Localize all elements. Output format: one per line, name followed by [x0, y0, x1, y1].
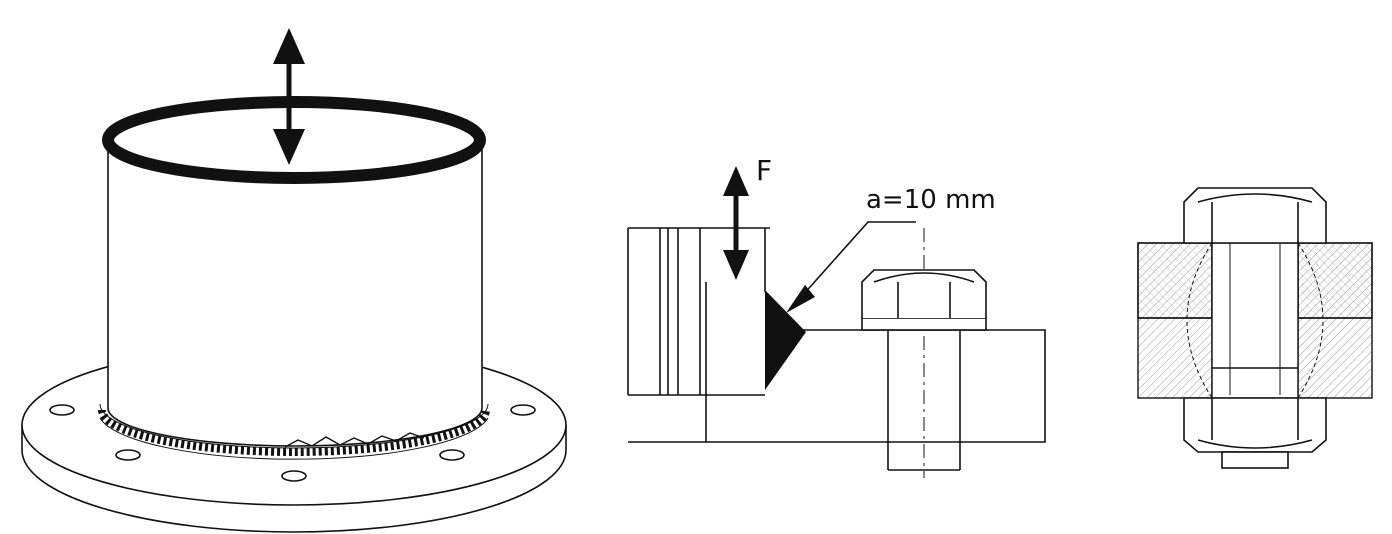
weld-throat-label: a=10 mm	[866, 185, 996, 215]
flange-holes	[49, 404, 536, 482]
tube-flange-illustration	[21, 96, 567, 533]
weld-section-drawing	[627, 227, 1046, 478]
fillet-weld	[765, 290, 806, 390]
leader-arrow-icon	[786, 221, 916, 313]
force-label: F	[756, 154, 772, 187]
bolted-joint-section	[1137, 242, 1373, 399]
double-arrow-icon	[723, 166, 749, 280]
bolt-icon	[1183, 187, 1327, 244]
double-arrow-icon	[273, 28, 305, 165]
nut-icon	[1183, 397, 1327, 469]
